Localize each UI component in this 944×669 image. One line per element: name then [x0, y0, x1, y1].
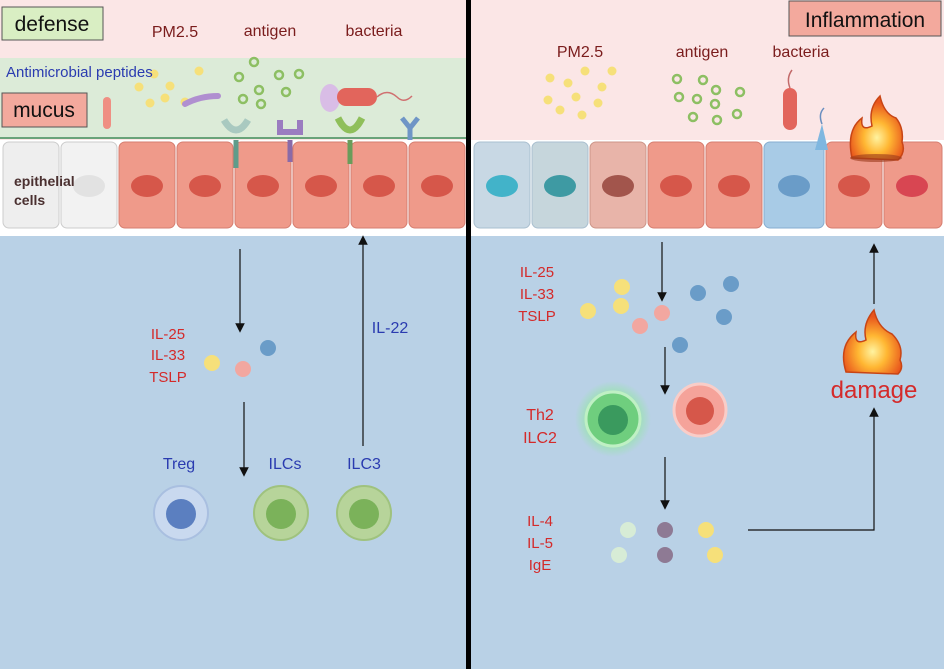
- right-pm25-label: PM2.5: [557, 44, 603, 61]
- left-panel: defense PM2.5 antigen bacteria Antimicro…: [0, 0, 466, 669]
- left-antigen-rings: [233, 56, 305, 110]
- panel-divider: [466, 0, 471, 669]
- right-cytokine-3: TSLP: [518, 308, 556, 325]
- right-antigen-rings: [671, 73, 746, 126]
- left-epithelium: [2, 141, 466, 229]
- mediator-il4: IL-4: [527, 513, 553, 530]
- ilc3-label: ILC3: [347, 456, 381, 473]
- right-cytokine-1: IL-25: [520, 264, 554, 281]
- mediator-il5: IL-5: [527, 535, 553, 552]
- left-receptors: [220, 116, 420, 168]
- right-antigen-label: antigen: [676, 44, 729, 61]
- defense-label: defense: [15, 13, 90, 36]
- antimicrobial-peptides-label: Antimicrobial peptides: [6, 64, 153, 81]
- left-cytokine-dot-yellow: [204, 355, 220, 371]
- right-submucosa: [471, 236, 944, 669]
- mucus-label-box: [1, 92, 88, 128]
- left-pm25-label: PM2.5: [152, 24, 198, 41]
- left-cytokine-1: IL-25: [151, 326, 185, 343]
- treg-label: Treg: [163, 456, 195, 473]
- right-panel: Inflammation PM2.5 antigen bacteria: [471, 0, 944, 669]
- right-pm25-particles: [543, 66, 617, 120]
- left-submucosa: [0, 236, 466, 669]
- ilc2-cell: [672, 382, 728, 438]
- epithelium-fire-icon: [849, 94, 905, 162]
- il22-label: IL-22: [372, 320, 409, 337]
- treg-cell: [153, 485, 209, 541]
- mediator-ige: IgE: [529, 557, 552, 574]
- left-cytokine-3: TSLP: [149, 369, 187, 386]
- left-bacteria-label: bacteria: [346, 23, 403, 40]
- mucus-label: mucus: [13, 99, 75, 122]
- damage-fire-icon: [842, 308, 903, 375]
- left-cytokine-dot-pink: [235, 361, 251, 377]
- epithelial-label-line2: cells: [14, 192, 45, 208]
- ilc3-cell: [336, 485, 392, 541]
- right-bacteria-label: bacteria: [773, 44, 830, 61]
- inflammation-label-box: [788, 0, 942, 37]
- left-worm-microbe: [182, 93, 221, 107]
- th2-label: Th2: [526, 407, 554, 424]
- left-antigen-label: antigen: [244, 23, 297, 40]
- left-cytokine-2: IL-33: [151, 347, 185, 364]
- left-cytokine-dot-blue: [260, 340, 276, 356]
- right-epithelium: [473, 141, 943, 229]
- epithelial-label-line1: epithelial: [14, 173, 75, 189]
- left-bacteria-group: [320, 84, 413, 112]
- right-arrow-mediators-to-damage: [748, 407, 879, 531]
- ilc2-label: ILC2: [523, 430, 557, 447]
- th2-cell: [575, 381, 651, 457]
- left-rod-microbe: [103, 97, 111, 129]
- mediator-dots: [611, 522, 723, 563]
- right-cytokine-dots: [580, 276, 739, 353]
- damage-label: damage: [831, 377, 918, 404]
- right-bacteria-group: [783, 69, 828, 150]
- inflammation-label: Inflammation: [805, 9, 925, 32]
- right-cytokine-2: IL-33: [520, 286, 554, 303]
- ilcs-cell: [253, 485, 309, 541]
- defense-label-box: [1, 6, 104, 41]
- ilcs-label: ILCs: [269, 456, 302, 473]
